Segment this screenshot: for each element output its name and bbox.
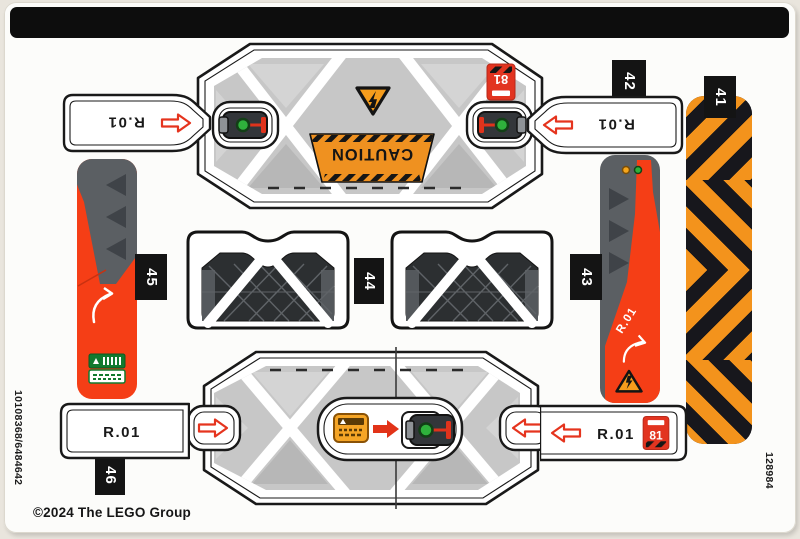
red-badge-top: 81 xyxy=(486,63,516,101)
tiny-warning-triangle xyxy=(340,419,346,424)
grille-frame-right xyxy=(321,270,334,321)
barcode-label xyxy=(88,353,126,384)
copyright-text: ©2024 The LEGO Group xyxy=(33,505,191,520)
sticker-r01-top-right: R.01 xyxy=(526,95,684,155)
cut-tag-45: 45 xyxy=(135,254,167,300)
arrow-right-icon xyxy=(160,113,192,133)
sticker-r01-bottom-right: R.01 81 xyxy=(540,404,688,462)
connector-icon-left xyxy=(218,111,268,139)
grille-strut xyxy=(203,251,269,328)
caution-plate: CAUTION xyxy=(309,133,435,183)
chevron-triangles xyxy=(609,188,629,274)
arm-stub-left-inner xyxy=(193,411,235,445)
chevron-triangles xyxy=(106,174,126,260)
green-led-dot xyxy=(235,117,251,133)
part-number: 10108368/6484642 xyxy=(12,390,24,486)
green-led-dot xyxy=(633,165,643,175)
green-led-dot xyxy=(494,117,510,133)
lightning-bolt-icon xyxy=(625,375,633,390)
cut-tag-42: 42 xyxy=(612,60,646,102)
arm-inner-line xyxy=(69,100,204,146)
amber-led-dot xyxy=(621,165,631,175)
tag-46-label: 46 xyxy=(101,465,119,485)
lightning-bolt-icon xyxy=(368,91,377,108)
hazard-segment xyxy=(686,269,752,361)
grille-frame-left xyxy=(406,270,419,321)
warning-triangle-icon xyxy=(615,369,643,393)
orange-warning-label xyxy=(333,413,369,443)
sticker-hazard-stripe xyxy=(686,96,752,444)
sticker-grille-left xyxy=(186,230,350,330)
arrow-right-solid-icon xyxy=(373,420,399,438)
arrow-right-icon xyxy=(197,418,229,438)
vehicle-id-label: R.01 xyxy=(597,426,635,443)
tag-41-label: 41 xyxy=(711,87,729,107)
arm-inner-line xyxy=(66,409,184,453)
arm-inner-line xyxy=(534,102,677,148)
warning-triangle-icon xyxy=(355,86,391,116)
red-section xyxy=(605,160,660,403)
sticker-r01-top-left: R.01 xyxy=(62,93,212,153)
hazard-segment xyxy=(686,360,752,444)
sticker-bottom-panel xyxy=(186,347,554,509)
badge-top-label: 81 xyxy=(494,72,508,87)
grille-strut xyxy=(267,251,333,328)
arrow-left-icon xyxy=(542,115,574,135)
tag-44-label: 44 xyxy=(360,271,378,291)
vehicle-id-label: R.01 xyxy=(597,116,635,133)
red-badge-bottom: 81 xyxy=(642,415,670,451)
sticker-r01-bottom-left: R.01 xyxy=(59,402,190,460)
grille-strut xyxy=(407,251,473,328)
sheet-code: 128984 xyxy=(763,452,775,489)
cut-tag-43: 43 xyxy=(570,254,602,300)
grille-strut xyxy=(471,251,537,328)
cut-tag-44: 44 xyxy=(354,258,384,304)
curved-arrow-icon xyxy=(92,286,114,324)
cut-tag-46: 46 xyxy=(95,455,125,495)
tag-42-label: 42 xyxy=(620,71,638,91)
badge-bottom-label: 81 xyxy=(649,428,663,442)
sticker-side-left xyxy=(77,159,137,399)
seam-line xyxy=(77,269,107,287)
tag-43-label: 43 xyxy=(577,267,595,287)
hazard-segment xyxy=(686,179,752,270)
caution-label: CAUTION xyxy=(331,145,413,163)
connector-icon-center xyxy=(405,414,455,446)
sheet-top-black-strip xyxy=(10,7,789,38)
grille-frame-right xyxy=(525,270,538,321)
arrow-left-icon xyxy=(550,423,582,443)
sticker-side-right: R.01 xyxy=(600,155,660,403)
arm-outline xyxy=(62,93,212,153)
center-capsule-inner xyxy=(323,403,457,455)
grille-frame-left xyxy=(202,270,215,321)
green-led-dot xyxy=(418,422,434,438)
hazard-stripe-band xyxy=(323,174,421,181)
vehicle-id-label: R.01 xyxy=(103,424,141,441)
arrow-left-icon xyxy=(511,418,543,438)
vehicle-id-label: R.01 xyxy=(107,114,145,131)
hazard-stripe-band xyxy=(311,135,433,142)
cut-tag-41: 41 xyxy=(704,76,736,118)
arm-outline xyxy=(526,95,684,155)
tag-45-label: 45 xyxy=(142,267,160,287)
sticker-top-panel: CAUTION 81 xyxy=(196,42,544,210)
arm-outline xyxy=(59,402,190,460)
connector-icon-right xyxy=(477,111,527,139)
sticker-grille-right xyxy=(390,230,554,330)
curved-arrow-icon xyxy=(622,334,647,363)
arm-inner-line xyxy=(540,411,678,455)
